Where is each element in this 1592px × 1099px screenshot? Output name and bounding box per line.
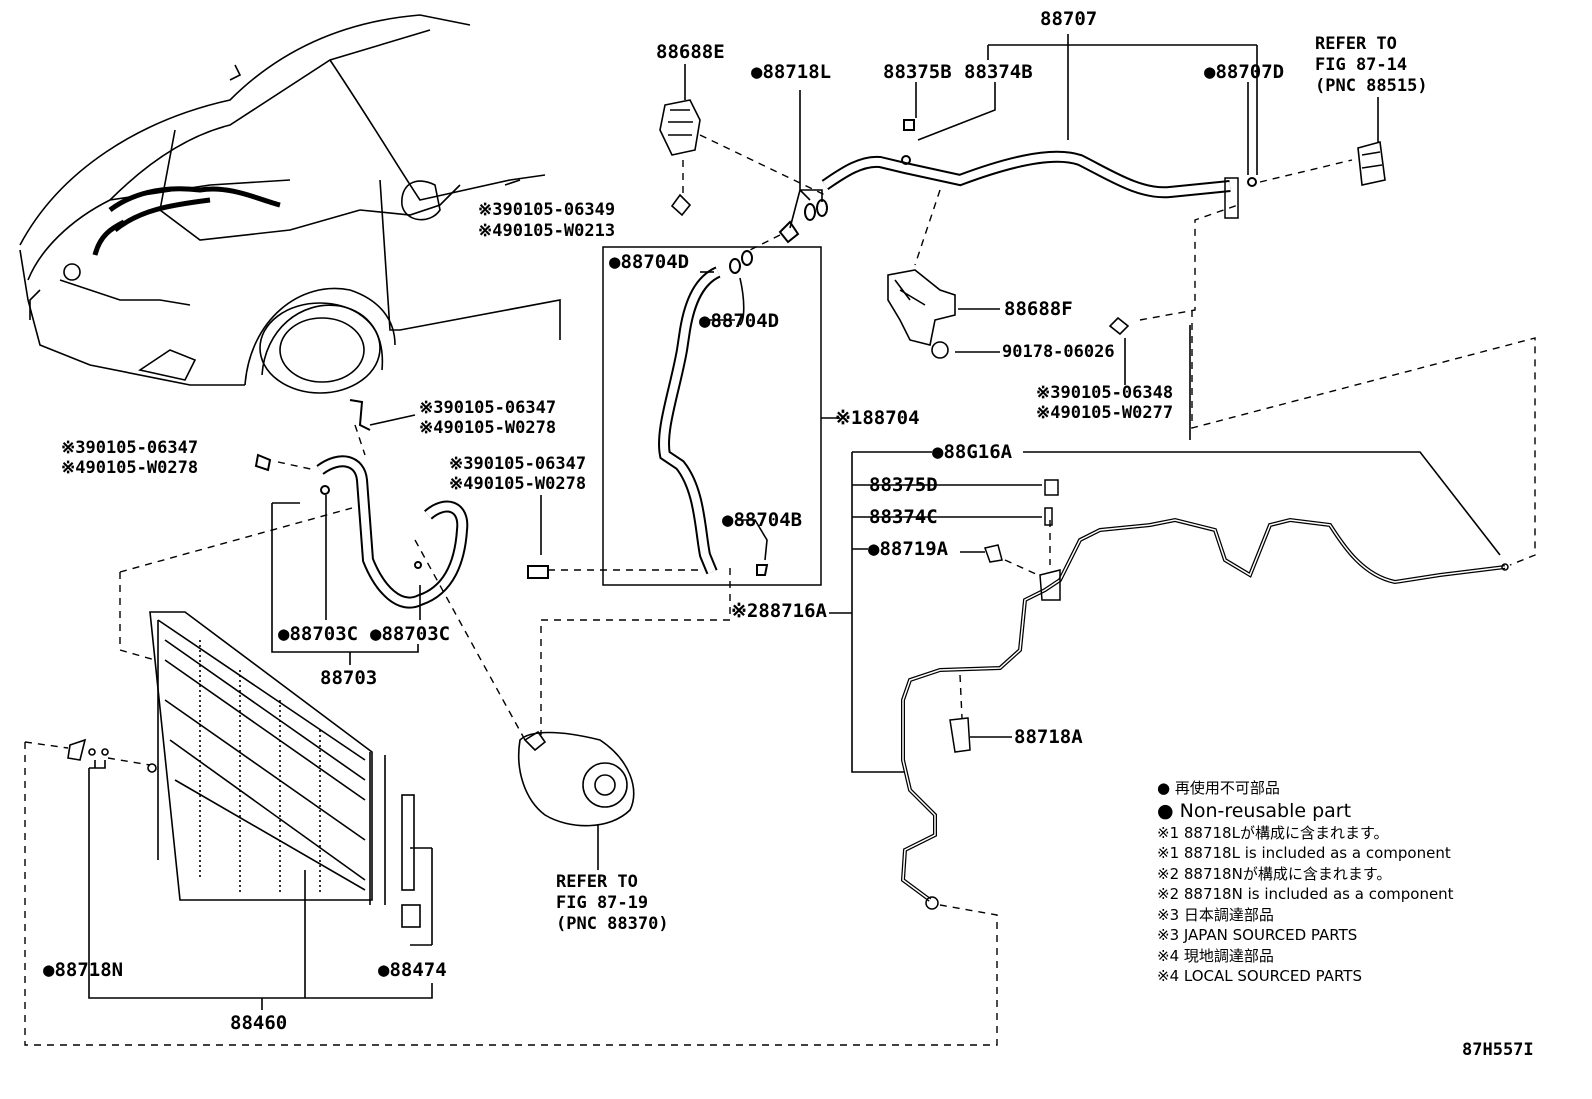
label-bolt-c2: ※490105-W0278 <box>419 418 557 438</box>
liquid-line-88716A <box>900 479 1509 910</box>
label-bolt-90105-W0213: ※490105-W0213 <box>478 221 616 241</box>
label-88707: 88707 <box>1040 8 1098 30</box>
label-88374B: 88374B <box>964 61 1033 83</box>
refer-87-19-pnc: (PNC 88370) <box>556 914 669 934</box>
bracket-88688E <box>659 99 701 217</box>
legend-line-3: ※1 88718Lが構成に含まれます。 <box>1157 823 1389 842</box>
legend: ● 再使用不可部品 ● Non-reusable part ※1 88718Lが… <box>1157 778 1454 987</box>
label-88688E: 88688E <box>656 41 725 63</box>
part-refer-87-14 <box>1357 140 1386 186</box>
figure-code: 87H557I <box>1462 1040 1534 1060</box>
label-88688F: 88688F <box>1004 298 1073 320</box>
label-bolt-d1: ※390105-06347 <box>61 438 199 458</box>
legend-line-5: ※2 88718Nが構成に含まれます。 <box>1157 864 1392 883</box>
bracket-88688F <box>887 269 1130 359</box>
label-bolt-c1: ※390105-06347 <box>419 398 557 418</box>
label-88474: ●88474 <box>378 959 447 981</box>
label-88374C: 88374C <box>869 506 938 528</box>
legend-line-8: ※3 JAPAN SOURCED PARTS <box>1157 926 1358 944</box>
legend-line-1: ● 再使用不可部品 <box>1157 779 1280 797</box>
legend-line-4: ※1 88718L is included as a component <box>1157 844 1451 862</box>
refer-87-14-fig: FIG 87-14 <box>1315 55 1408 75</box>
refer-87-14-pnc: (PNC 88515) <box>1315 76 1428 96</box>
refer-87-19-fig: FIG 87-19 <box>556 893 649 913</box>
label-88703: 88703 <box>320 667 378 689</box>
label-bolt-e2: ※490105-W0278 <box>449 474 587 494</box>
label-88704B: ●88704B <box>722 509 803 531</box>
condenser-88460 <box>67 611 421 928</box>
hose-88704 <box>527 246 822 586</box>
legend-line-9: ※4 現地調達部品 <box>1157 946 1274 965</box>
label-88719A: ●88719A <box>868 538 949 560</box>
leader-lines <box>88 34 1501 1010</box>
legend-line-6: ※2 88718N is included as a component <box>1157 885 1454 903</box>
label-88704: ※188704 <box>835 407 920 429</box>
label-bolt-90105-W0277: ※490105-W0277 <box>1036 403 1174 423</box>
label-88704D-a: ●88704D <box>609 251 690 273</box>
dashed-guides <box>24 134 1536 1046</box>
label-88703C-a: ●88703C <box>278 623 359 645</box>
label-88718N: ●88718N <box>43 959 124 981</box>
label-bolt-e1: ※390105-06347 <box>449 454 587 474</box>
label-88G16A: ●88G16A <box>932 441 1013 463</box>
label-88375B: 88375B <box>883 61 952 83</box>
label-bolt-90105-06349: ※390105-06349 <box>478 200 616 220</box>
label-88716A: ※288716A <box>731 600 827 622</box>
label-88460: 88460 <box>230 1012 288 1034</box>
refer-87-19-title: REFER TO <box>556 872 638 892</box>
label-88703C-b: ●88703C <box>370 623 451 645</box>
label-88718L: ●88718L <box>751 61 832 83</box>
label-bolt-90105-06348: ※390105-06348 <box>1036 383 1174 403</box>
car-illustration <box>19 14 561 394</box>
legend-line-2: ● Non-reusable part <box>1157 799 1352 822</box>
legend-line-10: ※4 LOCAL SOURCED PARTS <box>1157 967 1362 985</box>
label-88704D-b: ●88704D <box>699 310 780 332</box>
label-bolt-d2: ※490105-W0278 <box>61 458 199 478</box>
legend-line-7: ※3 日本調達部品 <box>1157 905 1274 924</box>
label-88707D: ●88707D <box>1204 61 1285 83</box>
hose-88707 <box>778 119 1257 244</box>
label-88718A: 88718A <box>1014 726 1083 748</box>
compressor <box>517 730 635 827</box>
refer-87-14-title: REFER TO <box>1315 34 1397 54</box>
label-88375D: 88375D <box>869 474 938 496</box>
label-90178-06026: 90178-06026 <box>1002 342 1115 362</box>
